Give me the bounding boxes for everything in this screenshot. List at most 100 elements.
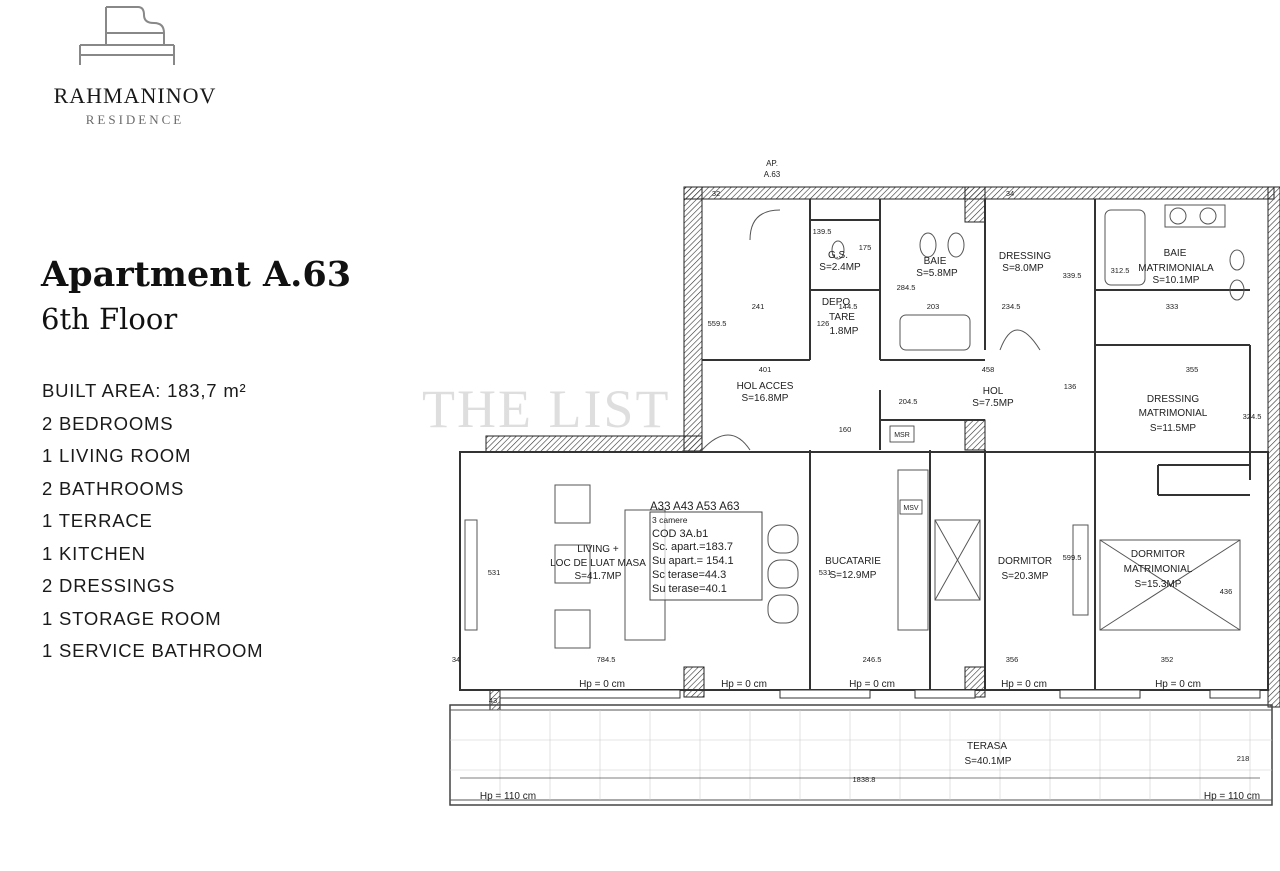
room-baie-matrimoniala: MATRIMONIALA bbox=[1138, 263, 1214, 274]
room-bucatarie-area: S=12.9MP bbox=[830, 570, 877, 581]
feature-item: 2 BEDROOMS bbox=[42, 412, 174, 434]
watermark: THE LIST bbox=[422, 379, 671, 439]
dimension: 559.5 bbox=[708, 319, 727, 328]
piano-outline-icon bbox=[79, 6, 175, 65]
hp-label: Hp = 0 cm bbox=[579, 679, 625, 690]
dimension: 241 bbox=[752, 302, 765, 311]
page-title: Apartment A.63 bbox=[41, 254, 352, 295]
terrace bbox=[449, 704, 1273, 806]
dimension: 355 bbox=[1186, 365, 1199, 374]
height-labels: Hp = 0 cm Hp = 0 cm Hp = 0 cm Hp = 0 cm … bbox=[480, 679, 1260, 802]
plan-tag: A.63 bbox=[764, 170, 781, 179]
room-depozitare: DEPO bbox=[822, 297, 851, 308]
hp-label: Hp = 0 cm bbox=[1155, 679, 1201, 690]
floor-plan: AP. A.63 G.S. S=2.4MP BAIE S=5.8MP DRESS… bbox=[440, 150, 1280, 840]
room-living: LOC DE LUAT MASA bbox=[550, 558, 646, 569]
info-line: Sc terase=44.3 bbox=[652, 569, 726, 581]
feature-list: BUILT AREA: 183,7 m² 2 BEDROOMS 1 LIVING… bbox=[42, 377, 263, 670]
dimension: 531 bbox=[819, 568, 832, 577]
dimension-labels: 32 34 139.5 175 241 144.5 203 234.5 339.… bbox=[452, 189, 1262, 784]
room-dormitor-matrimonial: MATRIMONIAL bbox=[1124, 564, 1193, 575]
room-dressing-area: S=8.0MP bbox=[1002, 263, 1044, 274]
room-baie-matrimoniala: BAIE bbox=[1164, 248, 1187, 259]
brand-name: RAHMANINOV bbox=[53, 83, 217, 108]
info-line: COD 3A.b1 bbox=[652, 528, 708, 540]
room-living-area: S=41.7MP bbox=[575, 571, 622, 582]
dimension: 531 bbox=[488, 568, 501, 577]
dimension: 160 bbox=[839, 425, 852, 434]
room-hol-acces-area: S=16.8MP bbox=[742, 393, 789, 404]
info-line: 3 camere bbox=[652, 515, 688, 525]
dimension: 218 bbox=[1237, 754, 1250, 763]
dimension: 175 bbox=[859, 243, 872, 252]
hp-label: Hp = 0 cm bbox=[721, 679, 767, 690]
fixture-labels: MSV MSR bbox=[889, 425, 923, 515]
room-depozitare-area: 1.8MP bbox=[830, 326, 859, 337]
dimension: 333 bbox=[1166, 302, 1179, 311]
dimension: 203 bbox=[927, 302, 940, 311]
room-terasa-area: S=40.1MP bbox=[965, 756, 1012, 767]
dimension: 32 bbox=[712, 189, 720, 198]
dimension: 43 bbox=[489, 696, 497, 705]
dimension: 784.5 bbox=[597, 655, 616, 664]
dimension: 284.5 bbox=[897, 283, 916, 292]
info-line: Su apart.= 154.1 bbox=[652, 555, 734, 567]
dimension: 246.5 bbox=[863, 655, 882, 664]
room-dressing-matrimonial: DRESSING bbox=[1147, 394, 1199, 405]
dimension: 356 bbox=[1006, 655, 1019, 664]
dimension: 139.5 bbox=[813, 227, 832, 236]
info-line: A33 A43 A53 A63 bbox=[650, 501, 740, 513]
apartment-info-box: A33 A43 A53 A63 3 camere COD 3A.b1 Sc. a… bbox=[649, 501, 763, 601]
room-dressing-matrimonial-area: S=11.5MP bbox=[1150, 423, 1197, 434]
room-living: LIVING + bbox=[577, 544, 619, 555]
info-line: Sc. apart.=183.7 bbox=[652, 541, 733, 553]
room-terasa: TERASA bbox=[967, 741, 1007, 752]
dimension: 144.5 bbox=[839, 302, 858, 311]
room-baie-matrimoniala-area: S=10.1MP bbox=[1153, 275, 1200, 286]
room-hol-area: S=7.5MP bbox=[972, 398, 1014, 409]
hp-label: Hp = 0 cm bbox=[849, 679, 895, 690]
room-gs: G.S. bbox=[828, 250, 848, 261]
room-baie: BAIE bbox=[924, 256, 947, 267]
dimension: 136 bbox=[1064, 382, 1077, 391]
dimension: 34 bbox=[1006, 189, 1014, 198]
dimension: 599.5 bbox=[1063, 553, 1082, 562]
room-baie-area: S=5.8MP bbox=[916, 268, 958, 279]
dimension: 401 bbox=[759, 365, 772, 374]
floor-plan-drawing: AP. A.63 G.S. S=2.4MP BAIE S=5.8MP DRESS… bbox=[449, 159, 1280, 806]
info-line: Su terase=40.1 bbox=[652, 583, 727, 595]
feature-item: 1 STORAGE ROOM bbox=[42, 607, 222, 629]
feature-item: 1 LIVING ROOM bbox=[42, 445, 192, 466]
dimension: 204.5 bbox=[899, 397, 918, 406]
room-dressing-matrimonial: MATRIMONIAL bbox=[1139, 408, 1208, 419]
dimension: 1838.8 bbox=[853, 775, 876, 784]
dimension: 312.5 bbox=[1111, 266, 1130, 275]
room-depozitare: TARE bbox=[829, 312, 855, 323]
feature-item: BUILT AREA: 183,7 m² bbox=[42, 380, 247, 401]
feature-item: 2 BATHROOMS bbox=[42, 477, 185, 499]
room-dressing: DRESSING bbox=[999, 251, 1051, 262]
msv-label: MSV bbox=[903, 505, 919, 512]
feature-item: 1 KITCHEN bbox=[42, 542, 146, 564]
floor-subtitle: 6th Floor bbox=[41, 302, 178, 336]
brand-subtitle: RESIDENCE bbox=[85, 112, 185, 127]
dimension: 339.5 bbox=[1063, 271, 1082, 280]
room-gs-area: S=2.4MP bbox=[819, 262, 861, 273]
room-dormitor-area: S=20.3MP bbox=[1002, 571, 1049, 582]
terrace-windows bbox=[499, 689, 1261, 699]
brand-logo: RAHMANINOV RESIDENCE bbox=[40, 5, 230, 130]
dimension: 458 bbox=[982, 365, 995, 374]
room-labels: AP. A.63 G.S. S=2.4MP BAIE S=5.8MP DRESS… bbox=[550, 159, 1214, 767]
room-dormitor-matrimonial: DORMITOR bbox=[1131, 549, 1185, 560]
dimension: 436 bbox=[1220, 587, 1233, 596]
feature-item: 1 TERRACE bbox=[42, 510, 153, 531]
room-dormitor: DORMITOR bbox=[998, 556, 1052, 567]
feature-item: 2 DRESSINGS bbox=[42, 575, 176, 596]
dimension: 126 bbox=[817, 319, 830, 328]
hp-label: Hp = 0 cm bbox=[1001, 679, 1047, 690]
room-hol-acces: HOL ACCES bbox=[737, 381, 794, 392]
msr-label: MSR bbox=[894, 432, 910, 439]
dimension: 234.5 bbox=[1002, 302, 1021, 311]
fixtures bbox=[464, 204, 1245, 649]
hp-label: Hp = 110 cm bbox=[1204, 791, 1260, 802]
